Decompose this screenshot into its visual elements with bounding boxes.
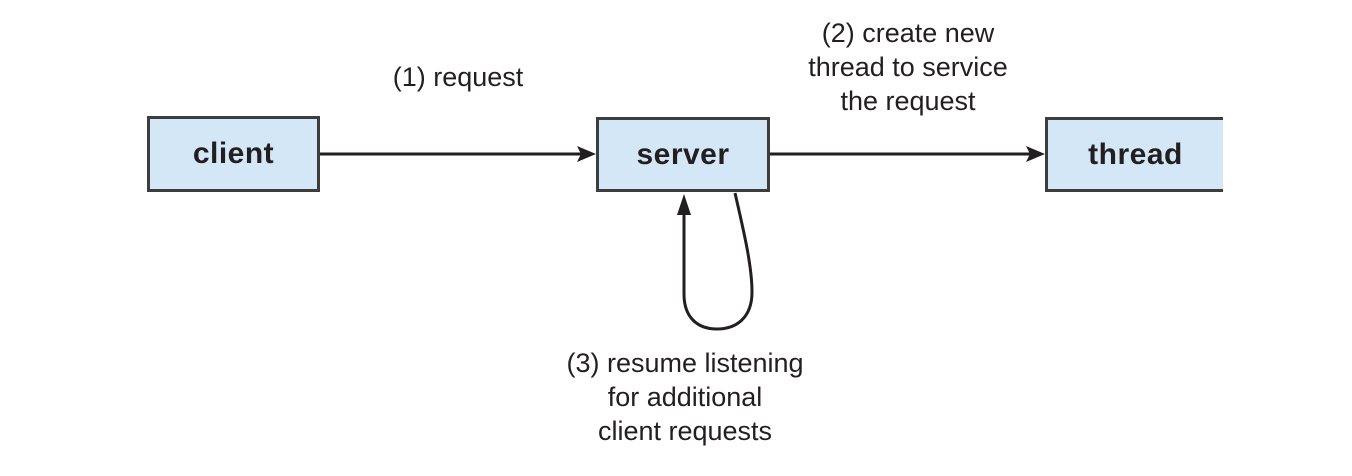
- annotation-resume-listening: (3) resume listening for additional clie…: [566, 348, 804, 446]
- server-box: server: [596, 117, 770, 192]
- client-box-label: client: [192, 137, 275, 170]
- annotation-request: (1) request: [392, 62, 524, 92]
- client-box: client: [147, 116, 320, 192]
- request-arrow: [320, 146, 596, 162]
- resume-loop-arrow: [677, 192, 754, 331]
- thread-box: thread: [1045, 117, 1223, 192]
- annotation-create-thread: (2) create new thread to service the req…: [808, 18, 1008, 116]
- create-thread-arrow: [770, 146, 1045, 162]
- server-box-label: server: [636, 137, 730, 171]
- thread-box-label: thread: [1088, 137, 1183, 171]
